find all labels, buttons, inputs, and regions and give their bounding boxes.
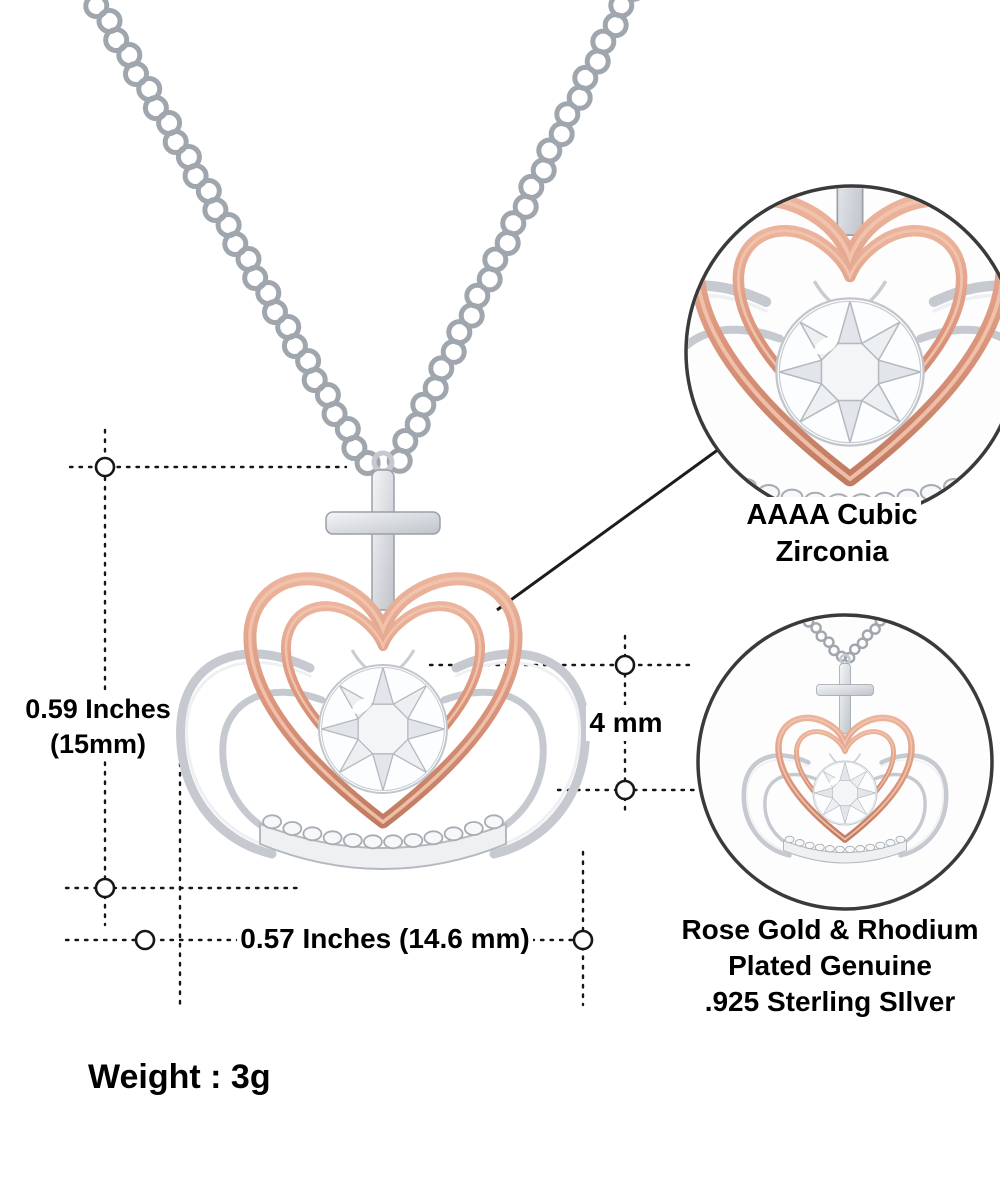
callout-ring xyxy=(696,613,994,911)
height-dimension-label: 0.59 Inches (15mm) xyxy=(10,692,186,762)
material-caption-line1: Rose Gold & Rhodium xyxy=(678,912,982,948)
weight-label: Weight : 3g xyxy=(85,1056,405,1100)
necklace-chain-left xyxy=(83,0,381,476)
weight-value: Weight : 3g xyxy=(85,1056,274,1100)
stone-value: 4 mm xyxy=(586,705,666,741)
dimension-marker xyxy=(94,877,116,899)
necklace-chain-right xyxy=(386,0,641,474)
height-value-mm: (15mm) xyxy=(46,726,150,762)
stone-detail-caption-line2: Zirconia xyxy=(772,534,892,572)
stone-dimension-label: 4 mm xyxy=(586,705,666,741)
width-dimension-label: 0.57 Inches (14.6 mm) xyxy=(200,921,570,957)
callout-connector-line xyxy=(496,447,720,612)
material-callout xyxy=(696,613,994,911)
dimension-marker xyxy=(134,929,156,951)
stone-detail-caption-line1: AAAA Cubic xyxy=(743,497,921,535)
width-value: 0.57 Inches (14.6 mm) xyxy=(237,921,533,957)
stone-detail-caption: AAAA Cubic Zirconia xyxy=(682,497,982,572)
dimension-marker xyxy=(614,654,636,676)
stone-detail-callout xyxy=(684,184,1000,520)
dimension-marker xyxy=(614,779,636,801)
material-caption-line2: Plated Genuine xyxy=(725,947,935,984)
material-caption-line3: .925 Sterling SIlver xyxy=(701,983,959,1020)
height-value-inches: 0.59 Inches xyxy=(22,692,174,727)
dimension-marker xyxy=(94,456,116,478)
dimension-marker xyxy=(572,929,594,951)
material-caption: Rose Gold & Rhodium Plated Genuine .925 … xyxy=(635,912,1000,1020)
crown-pendant xyxy=(181,453,586,869)
